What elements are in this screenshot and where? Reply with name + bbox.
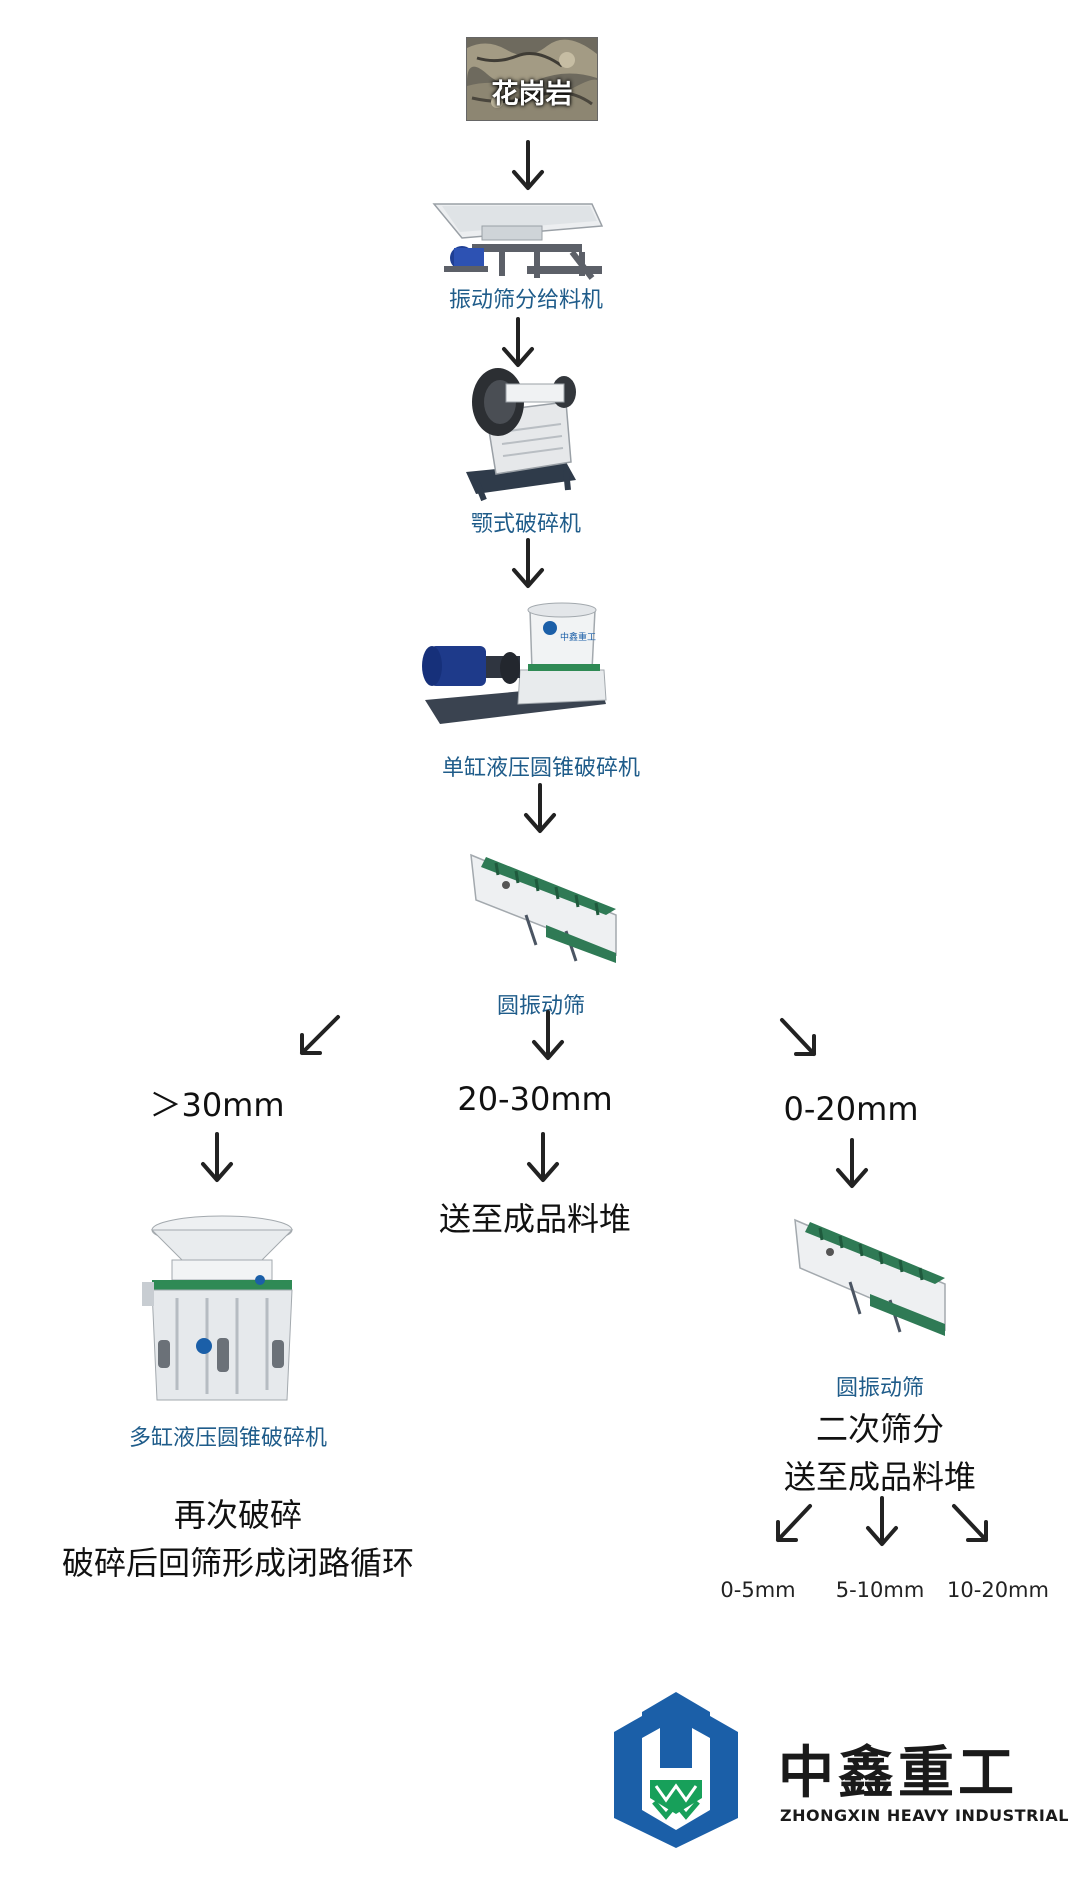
arrow-down-icon [866,1496,898,1546]
output-size-fine: 0-5mm [720,1578,796,1602]
branch-middle-size: 20-30mm [457,1080,613,1118]
screen1-label: 圆振动筛 [496,994,586,1019]
output-size-coarse: 10-20mm [947,1578,1049,1602]
arrow-down-icon [527,1132,559,1182]
multi-cylinder-cone-crusher-illustration [142,1215,294,1401]
arrow-down-icon [524,783,556,833]
arrow-down-right-icon [952,1504,988,1542]
cone-brand-plate: 中鑫重工 [560,631,596,643]
single-cone-label: 单缸液压圆锥破碎机 [441,756,641,781]
jaw-crusher-illustration [466,368,576,502]
left-note-closed-loop: 破碎后回筛形成闭路循环 [61,1544,415,1582]
right-note-secondary-screening: 二次筛分 [815,1410,945,1448]
arrow-down-left-icon [300,1015,340,1055]
arrow-down-icon [201,1132,233,1182]
right-note-destination: 送至成品料堆 [783,1458,977,1496]
output-size-medium: 5-10mm [835,1578,925,1602]
arrow-down-icon [836,1138,868,1188]
left-note-recrush: 再次破碎 [173,1496,303,1534]
branch-right-size: 0-20mm [783,1090,919,1128]
granite-rock-texture [467,38,597,120]
arrow-down-icon [512,538,544,588]
feeder-label: 振动筛分给料机 [448,288,604,313]
arrow-down-right-icon [780,1018,816,1056]
logo-english-name: ZHONGXIN HEAVY INDUSTRIAL [780,1806,1069,1825]
single-cylinder-cone-crusher-illustration: 中鑫重工 [422,602,607,724]
zhongxin-logo-mark [614,1692,738,1848]
arrow-down-left-icon [776,1504,812,1542]
multi-cone-label: 多缸液压圆锥破碎机 [128,1426,328,1451]
arrow-down-icon [502,317,534,367]
circular-vibrating-screen-illustration [470,853,617,963]
granite-label: 花岗岩 [491,79,573,110]
vibrating-feeder-illustration [432,203,604,280]
granite-photo: 花岗岩 [466,37,598,121]
branch-left-size: ＞30mm [149,1086,285,1124]
circular-vibrating-screen-2-illustration [794,1218,946,1336]
screen2-label: 圆振动筛 [835,1376,925,1401]
logo-chinese-name: 中鑫重工 [778,1741,1018,1806]
middle-destination-note: 送至成品料堆 [438,1200,632,1238]
jaw-crusher-label: 颚式破碎机 [470,512,582,537]
arrow-down-icon [512,140,544,190]
arrow-down-icon [532,1010,564,1060]
